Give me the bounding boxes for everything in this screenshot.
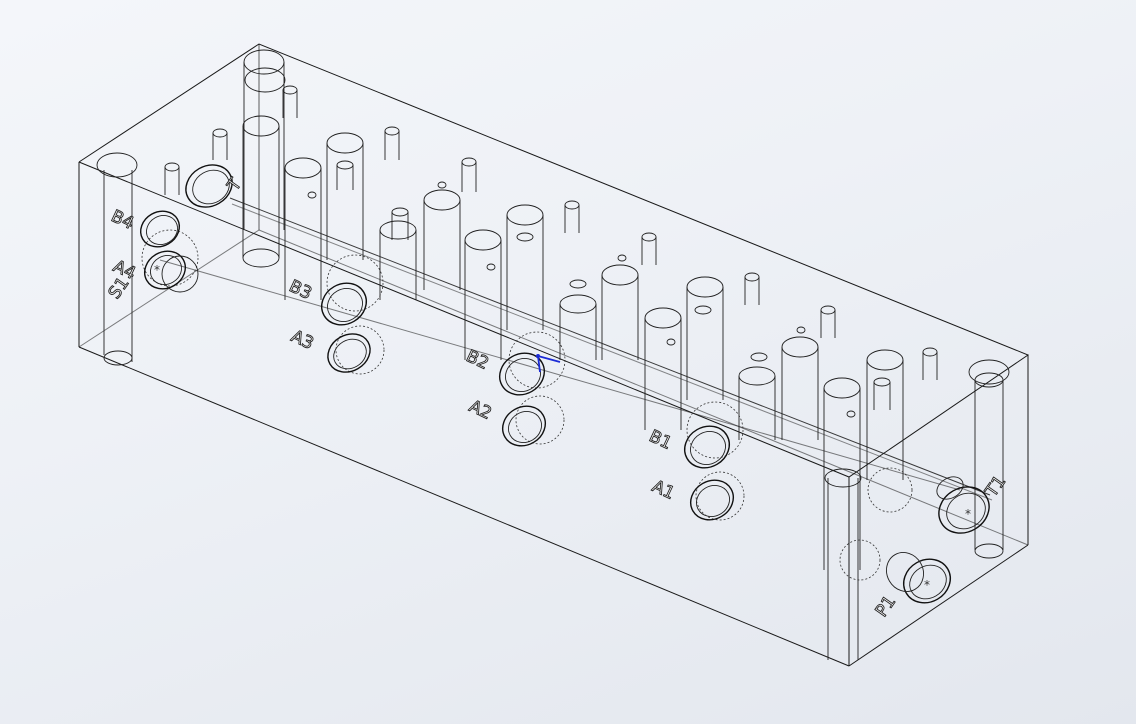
manifold-block[interactable] xyxy=(78,43,1030,667)
port-a1[interactable] xyxy=(683,473,740,528)
port-t1[interactable]: * xyxy=(930,472,997,542)
port-b3[interactable] xyxy=(314,275,374,333)
label-a2: A2 xyxy=(466,396,495,424)
label-a3: A3 xyxy=(288,326,317,354)
port-s1[interactable] xyxy=(178,157,240,216)
svg-text:*: * xyxy=(965,507,971,521)
vertical-bores xyxy=(96,49,1010,660)
cross-bores xyxy=(141,229,913,581)
port-b4[interactable] xyxy=(134,204,186,253)
svg-text:*: * xyxy=(924,578,930,592)
port-p1[interactable]: * xyxy=(879,546,958,612)
label-b3: B3 xyxy=(286,276,315,304)
port-a2[interactable] xyxy=(495,399,552,454)
selected-edge[interactable] xyxy=(536,354,561,373)
svg-text:*: * xyxy=(154,263,160,277)
port-a4[interactable]: * xyxy=(138,244,199,296)
label-a1: A1 xyxy=(649,476,678,504)
label-b2: B2 xyxy=(463,346,492,374)
port-a3[interactable] xyxy=(321,326,377,379)
label-b1: B1 xyxy=(646,426,675,454)
label-p1: P1 xyxy=(872,592,900,621)
port-b1[interactable] xyxy=(677,418,737,476)
